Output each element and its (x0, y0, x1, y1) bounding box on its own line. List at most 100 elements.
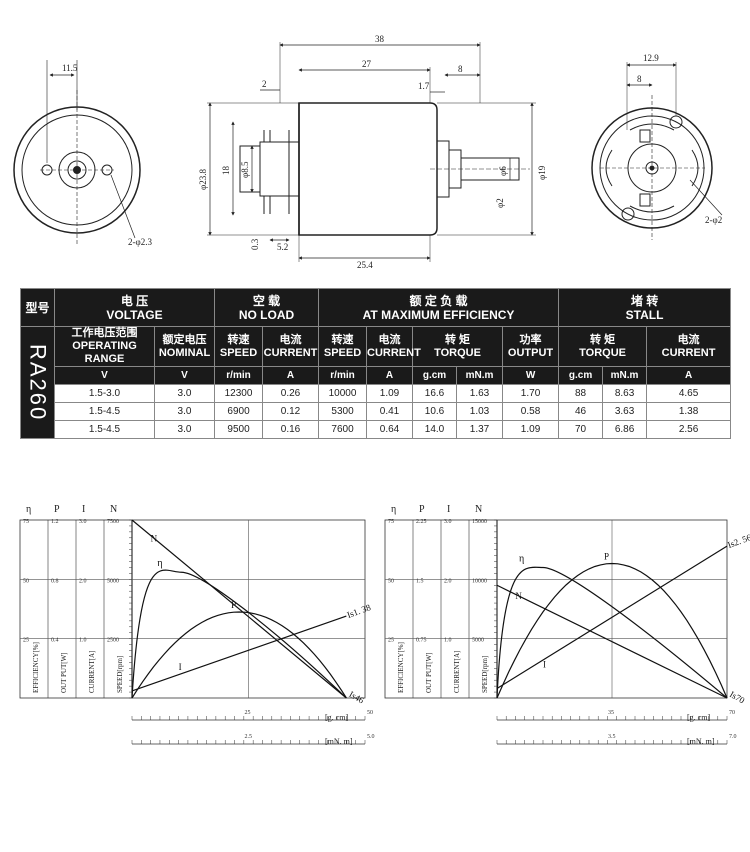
unit-cell: W (502, 366, 560, 385)
table-cell: 14.0 (412, 420, 458, 439)
axis-header-2: I (447, 504, 450, 515)
y-tick-label: 1.0 (79, 638, 87, 644)
axis-label-3: SPEED[rpm] (481, 656, 489, 693)
y-tick-label: 0.4 (51, 638, 59, 644)
table-cell: 1.09 (366, 384, 414, 403)
y-tick-label: 50 (23, 578, 29, 584)
axis-header-0: η (391, 504, 396, 515)
side-dim-25-4: 25.4 (357, 260, 373, 270)
label-stall-torque: Is46 (347, 689, 366, 706)
unit-cell: g.cm (558, 366, 604, 385)
y-tick-label: 5000 (472, 638, 484, 644)
axis-label-1: OUT PUT[W] (60, 652, 68, 693)
table-cell: 6.86 (602, 420, 648, 439)
side-dim-8-5: φ8.5 (240, 161, 250, 178)
axis-label-0: EFFICIENCY[%] (32, 642, 40, 693)
y-tick-label: 2.25 (416, 519, 427, 525)
rear-hole-label: 2-φ2 (705, 215, 722, 225)
label-i: I (179, 662, 182, 672)
label-n: N (151, 533, 158, 543)
table-cell: 0.16 (262, 420, 320, 439)
table-cell: 3.0 (153, 402, 216, 421)
side-dim-5-2: 5.2 (277, 242, 288, 252)
table-cell: 8.63 (602, 384, 648, 403)
technical-drawings: 11.5 2-φ2.3 38 27 8 2 1.7 φ23.8 18 φ8.5 … (13, 34, 723, 270)
table-cell: 0.58 (502, 402, 560, 421)
y-tick-label: 15000 (472, 519, 487, 525)
unit-cell: g.cm (412, 366, 458, 385)
table-cell: 46 (558, 402, 604, 421)
x-tick-label: 35 (608, 710, 614, 716)
table-cell: 3.0 (153, 384, 216, 403)
rear-view (591, 62, 723, 240)
axis-label-1: OUT PUT[W] (425, 652, 433, 693)
y-tick-label: 5000 (107, 578, 119, 584)
y-tick-label: 2.0 (444, 578, 452, 584)
label-i: I (543, 660, 546, 670)
unit-cell: mN.m (602, 366, 648, 385)
chart-frame (384, 519, 728, 699)
rear-dim-12-9: 12.9 (643, 53, 659, 63)
units-row: V V r/min A r/min A g.cm mN.m W g.cm mN.… (21, 366, 732, 385)
y-tick-label: 75 (23, 519, 29, 525)
x-unit-mnm: [mN. m] (325, 737, 353, 746)
y-tick-label: 2500 (107, 638, 119, 644)
unit-cell: A (646, 366, 732, 385)
table-cell: 1.09 (502, 420, 560, 439)
series-p-curve (496, 562, 728, 699)
label-stall-current: Is1. 38 (346, 602, 373, 620)
unit-cell: A (262, 366, 320, 385)
table-cell: 16.6 (412, 384, 458, 403)
unit-cell: V (153, 366, 216, 385)
table-cell: 1.70 (502, 384, 560, 403)
table-cell: 7600 (318, 420, 368, 439)
series-n-line (131, 519, 347, 699)
table-row: 1.5-4.5 3.0 9500 0.16 7600 0.64 14.0 1.3… (21, 420, 732, 439)
table-cell: 5300 (318, 402, 368, 421)
y-tick-label: 1.5 (416, 578, 424, 584)
x-tick-label: 3.5 (608, 734, 616, 740)
axis-header-3: N (475, 504, 482, 515)
table-cell: 1.63 (456, 384, 504, 403)
table-cell: 4.65 (646, 384, 732, 403)
axis-header-2: I (82, 504, 85, 515)
x-unit-mnm: [mN. m] (687, 737, 715, 746)
table-cell: 0.12 (262, 402, 320, 421)
side-dim-6: φ6 (498, 166, 508, 176)
table-row: 1.5-3.0 3.0 12300 0.26 10000 1.09 16.6 1… (21, 384, 732, 403)
label-stall-current: Is2. 56 (726, 532, 750, 550)
axis-header-3: N (110, 504, 117, 515)
series-eta-curve (131, 569, 347, 699)
y-tick-label: 1.2 (51, 519, 59, 525)
label-n: N (515, 591, 522, 601)
axis-label-2: CURRENT[A] (453, 651, 461, 693)
table-cell: 1.5-4.5 (54, 402, 155, 421)
rear-dim-8: 8 (637, 74, 642, 84)
side-dim-1-7: 1.7 (418, 81, 430, 91)
y-tick-label: 10000 (472, 578, 487, 584)
y-tick-label: 50 (388, 578, 394, 584)
axis-header-1: P (54, 504, 60, 515)
table-cell: 88 (558, 384, 604, 403)
x-tick-label: 5.0 (367, 734, 375, 740)
y-tick-label: 75 (388, 519, 394, 525)
table-cell: 10000 (318, 384, 368, 403)
axis-label-2: CURRENT[A] (88, 651, 96, 693)
y-tick-label: 25 (23, 638, 29, 644)
series-n-line (496, 584, 728, 699)
